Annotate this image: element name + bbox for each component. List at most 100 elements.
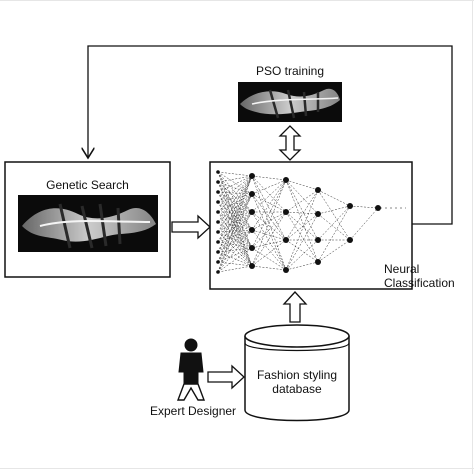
nn-node: [216, 250, 220, 254]
garment-image: [238, 82, 342, 122]
nn-connection: [217, 175, 253, 273]
nn-connection: [285, 179, 319, 215]
nn-node: [283, 209, 289, 215]
nn-connection: [217, 175, 253, 243]
nn-connection: [251, 239, 287, 249]
nn-connection: [217, 247, 253, 253]
nn-connection: [251, 179, 287, 195]
neural-classification-label-line1: Neural: [384, 262, 420, 276]
nn-connection: [285, 239, 319, 271]
nn-connection: [251, 179, 287, 267]
nn-connection: [217, 221, 253, 249]
garment-image: [18, 195, 158, 252]
nn-connection: [251, 211, 287, 271]
nn-node: [315, 259, 321, 265]
nn-connection: [251, 211, 287, 249]
nn-node: [249, 209, 255, 215]
nn-connection: [217, 229, 253, 243]
neural-classification-box: [209, 161, 413, 290]
nn-connection: [251, 211, 287, 267]
nn-node: [283, 177, 289, 183]
nn-connection: [251, 179, 287, 249]
nn-connection: [217, 201, 253, 267]
nn-connection: [217, 181, 253, 249]
nn-connection: [217, 265, 253, 273]
nn-connection: [285, 261, 319, 271]
nn-connection: [285, 239, 319, 263]
nn-connection: [217, 193, 253, 273]
nn-connection: [217, 193, 253, 233]
feedback-loop-line: [88, 45, 453, 225]
nn-node: [347, 237, 353, 243]
nn-connection: [217, 211, 253, 263]
nn-connection: [217, 175, 253, 223]
nn-connection: [217, 211, 253, 273]
nn-connection: [251, 175, 287, 213]
database-label-line1: Fashion styling: [256, 368, 338, 382]
nn-connection: [217, 193, 253, 263]
nn-connection: [217, 221, 253, 231]
nn-connection: [251, 175, 287, 181]
nn-connection: [217, 201, 253, 231]
nn-node: [249, 173, 255, 179]
nn-connection: [285, 211, 319, 215]
neural-classification-label-line2: Classification: [384, 276, 455, 290]
nn-node: [347, 203, 353, 209]
nn-connection: [251, 179, 287, 231]
nn-connection: [217, 175, 253, 183]
nn-connection: [349, 205, 379, 209]
nn-connection: [217, 229, 253, 263]
nn-connection: [217, 191, 253, 249]
nn-connection: [217, 175, 253, 233]
nn-connection: [217, 211, 253, 243]
pso-training-label: PSO training: [255, 64, 325, 78]
nn-node: [315, 237, 321, 243]
nn-node: [216, 230, 220, 234]
nn-connection: [217, 175, 253, 213]
nn-connection: [251, 211, 287, 231]
nn-connection: [217, 211, 253, 267]
nn-connection: [317, 189, 351, 207]
nn-connection: [217, 201, 253, 249]
database-label-line2: database: [272, 382, 322, 396]
nn-connection: [285, 189, 319, 241]
nn-node: [216, 270, 220, 274]
nn-connection: [217, 191, 253, 195]
nn-node: [249, 245, 255, 251]
nn-connection: [217, 251, 253, 267]
nn-node: [216, 260, 220, 264]
right-border-line: [472, 0, 473, 474]
nn-node: [249, 191, 255, 197]
nn-connection: [217, 193, 253, 213]
nn-connection: [285, 189, 319, 271]
nn-connection: [285, 211, 319, 241]
nn-node: [249, 227, 255, 233]
nn-node: [216, 180, 220, 184]
nn-connection: [317, 205, 351, 215]
nn-connection: [217, 175, 253, 193]
nn-node: [249, 263, 255, 269]
nn-node: [216, 240, 220, 244]
nn-connection: [217, 211, 253, 231]
nn-connection: [251, 229, 287, 271]
genetic-to-neural-arrow: [171, 214, 211, 240]
nn-node: [375, 205, 381, 211]
nn-connection: [285, 211, 319, 263]
nn-connection: [217, 193, 253, 253]
nn-connection: [317, 189, 351, 241]
nn-node: [315, 187, 321, 193]
nn-node: [283, 267, 289, 273]
genetic-search-label: Genetic Search: [46, 178, 129, 192]
nn-node: [216, 220, 220, 224]
nn-connection: [217, 175, 253, 263]
nn-connection: [217, 211, 253, 223]
nn-connection: [217, 181, 253, 213]
nn-connection: [217, 175, 253, 203]
nn-connection: [251, 179, 287, 213]
nn-connection: [285, 179, 319, 263]
nn-connection: [285, 213, 319, 271]
nn-connection: [217, 241, 253, 249]
neural-network-graphic: [216, 170, 406, 274]
